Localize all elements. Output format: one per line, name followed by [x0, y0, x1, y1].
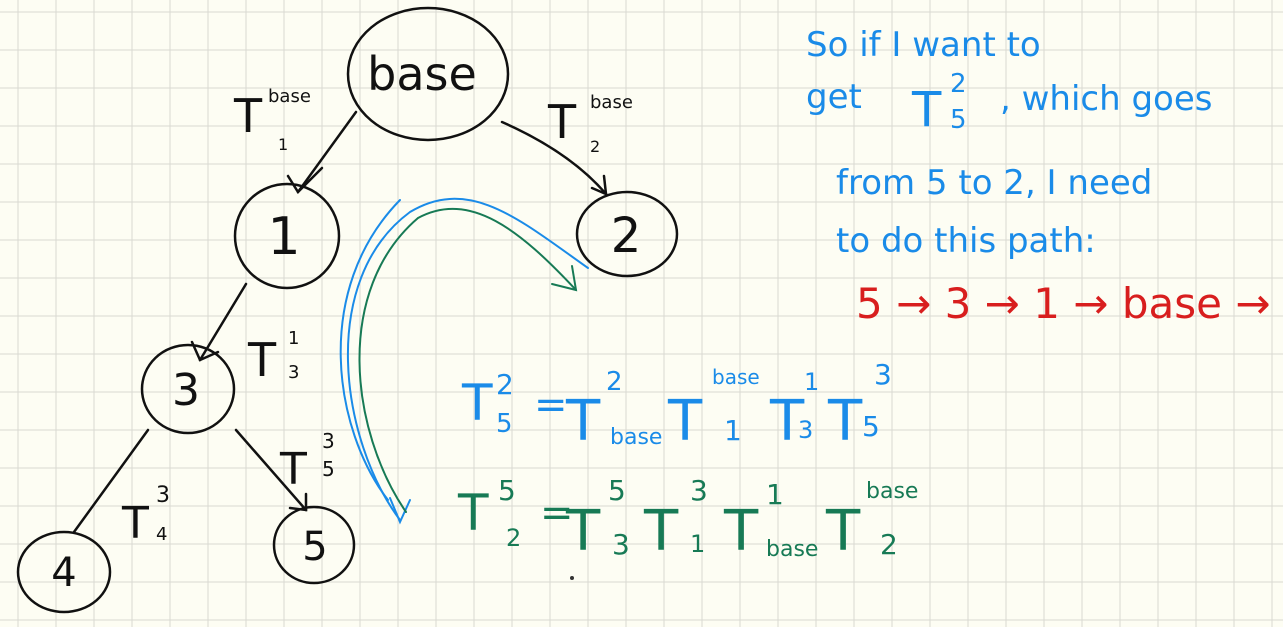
tree-diagram: base 1 2 3 4 5: [16, 6, 679, 614]
edge-3-5: [234, 428, 308, 512]
node-2: 2: [575, 190, 679, 278]
svg-text:2: 2: [496, 368, 514, 401]
note-line-3: from 5 to 2, I need: [836, 163, 1152, 203]
edge-base-2: [500, 120, 608, 196]
node-label-2: 2: [611, 208, 642, 264]
svg-text:5: 5: [608, 474, 626, 507]
svg-text:1: 1: [804, 368, 819, 396]
node-5: 5: [272, 505, 356, 585]
node-label-1: 1: [267, 207, 300, 267]
edge-labels: T base 1 T base 2 T 1 3 T 3 4 T 3: [121, 86, 633, 549]
svg-text:T: T: [121, 498, 149, 549]
svg-text:3: 3: [798, 416, 813, 444]
svg-text:=: =: [534, 382, 568, 428]
svg-text:base: base: [866, 479, 918, 504]
svg-text:5: 5: [498, 474, 516, 507]
svg-text:5: 5: [322, 457, 335, 481]
edge-1-3: [190, 282, 248, 362]
svg-text:base: base: [610, 425, 662, 450]
svg-text:3: 3: [156, 483, 170, 508]
node-base: base: [346, 6, 510, 142]
edge-label-3-5: T 3 5: [279, 429, 335, 495]
svg-text:T: T: [769, 389, 805, 454]
stray-dot: [570, 576, 574, 580]
svg-text:1: 1: [766, 478, 784, 511]
node-1: 1: [233, 182, 341, 290]
svg-text:T: T: [247, 333, 277, 387]
note-text: So if I want to get T 2 5 , which goes f…: [806, 25, 1283, 328]
svg-text:T: T: [565, 499, 601, 564]
svg-text:5: 5: [496, 409, 513, 439]
node-label-3: 3: [172, 365, 200, 416]
edge-label-3-4: T 3 4: [121, 483, 170, 549]
edge-label-base-2: T base 2: [547, 92, 633, 156]
svg-text:1: 1: [278, 135, 288, 154]
svg-text:1: 1: [288, 328, 299, 349]
svg-text:2: 2: [880, 528, 898, 561]
svg-text:T: T: [827, 389, 863, 454]
svg-text:T: T: [547, 95, 577, 149]
svg-text:base: base: [712, 365, 760, 389]
svg-text:5: 5: [862, 410, 880, 443]
svg-text:T: T: [457, 484, 489, 542]
equation-green: T 5 2 = T 5 3 T 3 1 T 1 base T base 2: [457, 474, 918, 564]
svg-text:base: base: [766, 537, 818, 562]
node-4: 4: [16, 530, 112, 614]
svg-text:3: 3: [690, 474, 708, 507]
path-sequence: 5 → 3 → 1 → base → 2: [856, 279, 1283, 328]
svg-text:T: T: [667, 389, 703, 454]
note-line-4: to do this path:: [836, 221, 1096, 261]
node-3: 3: [140, 343, 236, 435]
note-line-1: So if I want to: [806, 25, 1041, 65]
svg-text:base: base: [268, 86, 311, 107]
svg-text:T: T: [461, 374, 493, 432]
svg-text:3: 3: [288, 362, 299, 383]
svg-text:T: T: [233, 89, 263, 143]
svg-text:T: T: [643, 499, 679, 564]
svg-text:3: 3: [612, 528, 630, 561]
note-symbol-sub: 5: [950, 105, 967, 135]
svg-text:3: 3: [322, 429, 335, 453]
edge-label-1-3: T 1 3: [247, 328, 299, 387]
note-symbol-T: T: [911, 82, 942, 138]
svg-text:2: 2: [606, 367, 623, 397]
edge-3-4: [72, 428, 150, 534]
path-arrow-green: [358, 207, 578, 513]
svg-text:4: 4: [156, 524, 167, 545]
equation-blue: T 2 5 = T 2 base T base 1 T 1 3 T 3 5: [461, 358, 892, 454]
edge-base-1: [286, 110, 358, 194]
svg-text:2: 2: [506, 524, 521, 552]
svg-text:T: T: [279, 444, 307, 495]
svg-text:T: T: [565, 389, 601, 454]
path-arrow-blue: [339, 197, 589, 525]
svg-text:T: T: [825, 499, 861, 564]
note-line-2-post: , which goes: [1000, 79, 1212, 119]
svg-text:T: T: [723, 499, 759, 564]
node-label-4: 4: [51, 550, 76, 596]
node-label-base: base: [367, 47, 477, 101]
svg-text:=: =: [540, 490, 574, 536]
svg-text:1: 1: [690, 530, 705, 558]
note-symbol-sup: 2: [950, 69, 967, 99]
note-line-2-pre: get: [806, 77, 862, 117]
edge-label-base-1: T base 1: [233, 86, 311, 154]
svg-text:1: 1: [724, 414, 742, 447]
node-label-5: 5: [302, 524, 327, 570]
svg-text:base: base: [590, 92, 633, 113]
svg-text:2: 2: [590, 137, 600, 156]
svg-text:3: 3: [874, 358, 892, 391]
